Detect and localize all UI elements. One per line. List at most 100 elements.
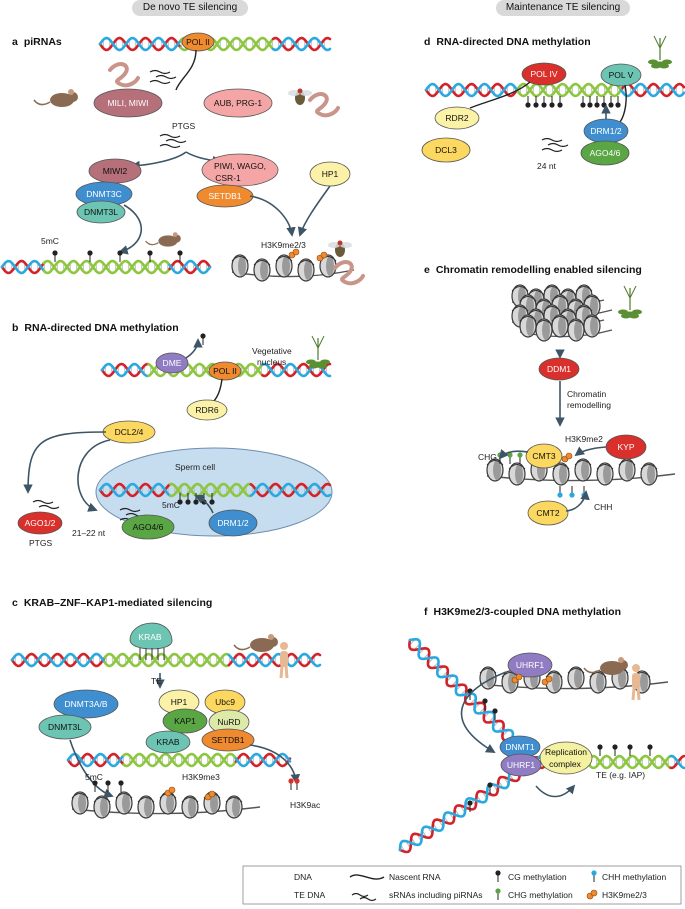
arrow-setdb1-h3 xyxy=(249,195,296,237)
pol5-blob xyxy=(600,63,642,87)
te-iap-label: TE (e.g. IAP) xyxy=(596,770,646,780)
plant-branch-2 xyxy=(629,285,637,299)
panel-c-dna-bottom xyxy=(66,752,292,768)
legend-chh-swatch xyxy=(591,870,597,876)
nucleosome-wrap xyxy=(93,797,111,803)
nucleosome-core xyxy=(574,320,582,340)
rdr2-label: RDR2 xyxy=(445,113,469,123)
cg-methyl-f1 xyxy=(492,708,498,714)
dna-strand xyxy=(234,752,292,768)
nucleosome-wrap xyxy=(275,256,293,262)
nucleosome-core xyxy=(590,316,598,336)
nucleosome-wrap xyxy=(71,793,89,799)
nucleosome-wrap xyxy=(543,306,561,312)
fly-eye xyxy=(337,240,343,246)
dna-strand xyxy=(398,761,540,854)
human-leg xyxy=(631,687,636,701)
nucleosome-wrap xyxy=(545,672,563,678)
nucleosome-wrap xyxy=(552,464,570,470)
panel-d-nascent-rna-2 xyxy=(619,84,627,123)
nucleosome-core xyxy=(188,797,196,817)
dna-strand xyxy=(0,259,46,275)
dna-strand xyxy=(669,754,685,770)
dnmt3l-label: DNMT3L xyxy=(83,207,119,217)
panel-e-compact-chromatin xyxy=(519,314,613,342)
panel-d-dna xyxy=(424,82,685,98)
uhrf1-label: UHRF1 xyxy=(515,660,545,670)
cg-methyl-a xyxy=(147,250,153,256)
ptgs-label: PTGS xyxy=(172,121,196,131)
chg-e-label: CHG xyxy=(478,452,497,462)
rdr6-label: RDR6 xyxy=(195,405,219,415)
plant-icon-b xyxy=(306,335,330,369)
cg-methyl-c xyxy=(92,780,98,786)
dcl24-label: DCL2/4 xyxy=(114,427,144,437)
chh-methyl-e xyxy=(569,492,575,498)
dna-strand xyxy=(227,652,322,668)
pol2-b-label: POL II xyxy=(213,366,237,376)
nucleosome-core xyxy=(122,793,130,813)
ddm1-label: DDM1 xyxy=(546,364,572,374)
dna-strand xyxy=(98,482,172,498)
chh-methyl-e xyxy=(557,492,563,498)
cg-methyl-b xyxy=(209,499,215,505)
panel-c-dna-top xyxy=(10,652,322,668)
human-icon-f xyxy=(631,664,641,701)
srna-a2 xyxy=(159,143,181,149)
dna-strand xyxy=(103,652,231,668)
cg-methyl-f2 xyxy=(612,744,618,750)
human-icon-c xyxy=(279,642,289,679)
arrow-dcl-srna xyxy=(77,439,111,512)
srna-a1 xyxy=(155,74,177,80)
panel-a-nascent-rna xyxy=(175,49,197,91)
ago12-label: AGO1/2 xyxy=(24,518,56,528)
nucleosome-core xyxy=(526,316,534,336)
dna-strand xyxy=(424,82,519,98)
dna-strand xyxy=(42,259,171,275)
cg-methyl-d1 xyxy=(557,102,563,108)
h3k9me3-label: H3K9me3 xyxy=(182,772,220,782)
dna-strand xyxy=(10,652,106,668)
legend-h3k9-swatch-b xyxy=(590,889,598,897)
cg-methyl-d1 xyxy=(541,102,547,108)
ago46-b-label: AGO4/6 xyxy=(132,522,164,532)
chg-methyl-e xyxy=(517,452,523,458)
ago46-d-label: AGO4/6 xyxy=(589,148,621,158)
nucleosome-core xyxy=(647,464,655,484)
rdr2-blob xyxy=(434,106,480,130)
csr1-label: CSR-1 xyxy=(215,173,241,183)
vegetative-label: Vegetative xyxy=(252,346,292,356)
h3k9-mark-c1-b xyxy=(168,786,176,794)
panel-d-nascent-rna xyxy=(469,81,531,109)
cg-methyl-d2 xyxy=(608,102,614,108)
plant-branch xyxy=(653,35,661,49)
dnmt3l-c-label: DNMT3L xyxy=(47,722,83,732)
nucleosome-wrap xyxy=(567,300,585,306)
human-torso xyxy=(632,673,640,689)
arrow-hp1-h3 xyxy=(297,185,331,237)
uhrf1b-blob xyxy=(500,753,542,777)
nucleosome-wrap xyxy=(297,260,315,266)
chromatin-label: Chromatin xyxy=(567,389,607,399)
nucleosome-wrap xyxy=(596,464,614,470)
nucleosome-core xyxy=(640,672,648,692)
nucleosome-wrap xyxy=(519,296,537,302)
nucleosome-wrap xyxy=(508,464,526,470)
legend-te-dna: TE DNA xyxy=(294,890,326,900)
ptgs-b-label: PTGS xyxy=(29,538,53,548)
dna-strand xyxy=(66,752,125,768)
nucleosome-core xyxy=(282,256,290,276)
arrow-kyp-h3 xyxy=(574,446,607,457)
human-leg-2 xyxy=(284,665,289,679)
kyp-label: KYP xyxy=(617,442,635,452)
plant-branch-2 xyxy=(659,35,667,49)
dna-strand xyxy=(271,36,332,52)
drm12-d-label: DRM1/2 xyxy=(590,126,622,136)
dcl3-label: DCL3 xyxy=(435,145,457,155)
fly-icon-a1 xyxy=(288,88,312,105)
nucleosome-wrap xyxy=(567,320,585,326)
setdb1-c-label: SETDB1 xyxy=(211,735,245,745)
dna-strand xyxy=(98,482,172,498)
